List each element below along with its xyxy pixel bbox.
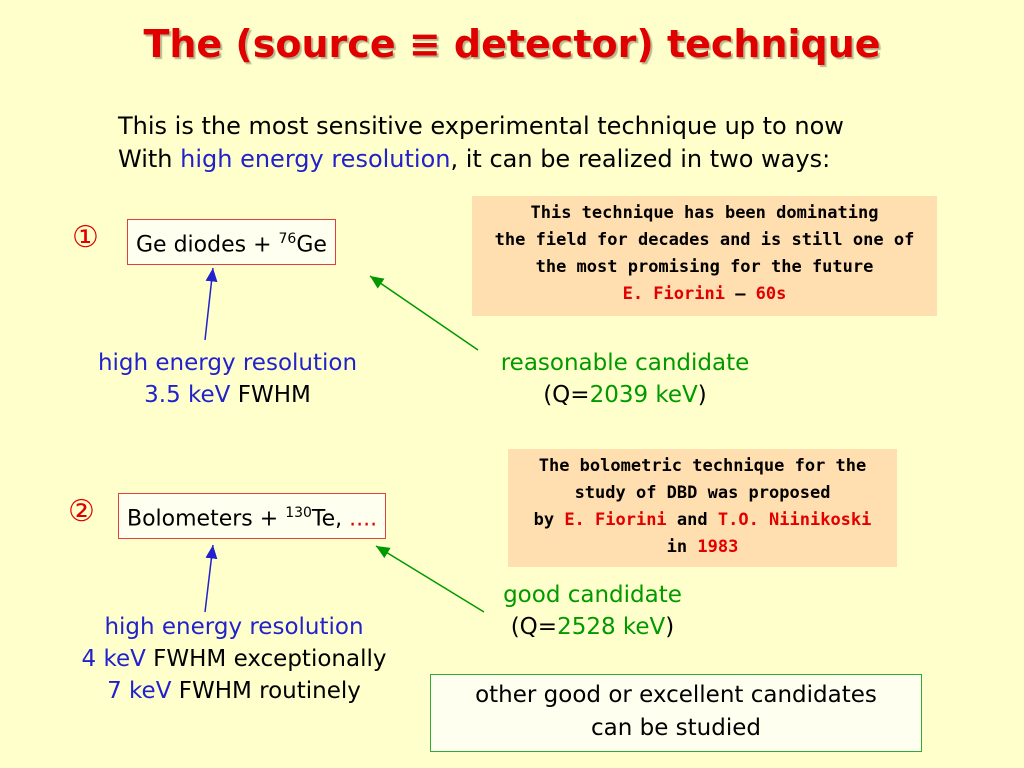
note2-line-1: The bolometric technique for the xyxy=(538,456,867,476)
other-candidates-box: other good or excellent candidates can b… xyxy=(430,674,922,752)
intro-line-1: This is the most sensitive experimental … xyxy=(118,112,844,140)
note2-author-1: E. Fiorini xyxy=(564,510,667,530)
note1-line-3: the most promising for the future xyxy=(535,257,874,277)
note1-author: E. Fiorini xyxy=(622,284,725,304)
bolo-box-post: Te, xyxy=(311,506,350,532)
arrow-resolution-1 xyxy=(204,267,218,341)
note1-line-1: This technique has been dominating xyxy=(530,203,879,223)
res2-line-2: 4 keV FWHM exceptionally xyxy=(48,643,420,675)
note1-line-4: E. Fiorini – 60s xyxy=(472,281,937,308)
resolution-label-2: high energy resolution 4 keV FWHM except… xyxy=(48,611,420,707)
res2-text-2: FWHM routinely xyxy=(171,678,361,704)
note2-in: in xyxy=(666,537,698,557)
other-line-2: can be studied xyxy=(590,715,761,741)
intro-highlight: high energy resolution xyxy=(180,145,451,173)
arrow-resolution-2 xyxy=(204,544,218,613)
intro-line-2: With high energy resolution, it can be r… xyxy=(118,145,830,173)
ge-box-post: Ge xyxy=(296,232,327,258)
res2-value-2: 7 keV xyxy=(107,678,172,704)
page-title: The (source ≡ detector) technique xyxy=(143,22,881,66)
res2-line-1: high energy resolution xyxy=(104,614,364,640)
res2-value-1: 4 keV xyxy=(81,646,146,672)
note2-and: and xyxy=(666,510,718,530)
resolution-label-1: high energy resolution 3.5 keV FWHM xyxy=(70,347,385,411)
note2-line-4: in 1983 xyxy=(508,534,897,561)
bolometers-box: Bolometers + 130Te, .... xyxy=(118,493,387,540)
ge-box-sup: 76 xyxy=(278,231,297,247)
note-fiorini-60s: This technique has been dominating the f… xyxy=(472,196,937,316)
note2-by: by xyxy=(533,510,565,530)
candidate-label-2: good candidate (Q=2528 keV) xyxy=(470,579,715,643)
bolo-box-dots: .... xyxy=(349,506,378,532)
cand2-q-value: 2528 keV xyxy=(557,614,666,640)
res2-line-3: 7 keV FWHM routinely xyxy=(48,675,420,707)
intro-line-2-post: , it can be realized in two ways: xyxy=(450,145,831,173)
arrow-candidate-2 xyxy=(375,545,485,613)
note2-author-2: T.O. Niinikoski xyxy=(717,510,872,530)
res2-text-1: FWHM exceptionally xyxy=(145,646,387,672)
res1-line-1: high energy resolution xyxy=(97,350,358,376)
marker-one: ① xyxy=(72,220,99,255)
note1-line-2: the field for decades and is still one o… xyxy=(494,230,915,250)
candidate-label-1: reasonable candidate (Q=2039 keV) xyxy=(470,347,780,411)
cand2-q-post: ) xyxy=(665,614,675,640)
cand1-q-post: ) xyxy=(697,382,707,408)
ge-box-pre: Ge diodes + xyxy=(136,232,279,258)
note2-line-2: study of DBD was proposed xyxy=(574,483,831,503)
bolo-box-pre: Bolometers + xyxy=(127,506,286,532)
note-bolometric-1983: The bolometric technique for the study o… xyxy=(508,449,897,567)
arrow-candidate-1 xyxy=(369,275,479,351)
cand1-line-2: (Q=2039 keV) xyxy=(470,379,780,411)
cand1-q-value: 2039 keV xyxy=(589,382,698,408)
cand1-line-1: reasonable candidate xyxy=(500,350,750,376)
marker-two: ② xyxy=(68,494,95,529)
res1-line-2: 3.5 keV FWHM xyxy=(70,379,385,411)
cand1-q-pre: (Q= xyxy=(543,382,590,408)
cand2-q-pre: (Q= xyxy=(510,614,558,640)
note1-dash: – xyxy=(724,284,756,304)
ge-diodes-box: Ge diodes + 76Ge xyxy=(127,219,336,266)
res1-unit: FWHM xyxy=(230,382,311,408)
note2-year: 1983 xyxy=(697,537,739,557)
cand2-line-2: (Q=2528 keV) xyxy=(470,611,715,643)
res1-value: 3.5 keV xyxy=(144,382,231,408)
cand2-line-1: good candidate xyxy=(503,582,682,608)
note2-line-3: by E. Fiorini and T.O. Niinikoski xyxy=(508,507,897,534)
other-line-1: other good or excellent candidates xyxy=(475,682,877,708)
note1-year: 60s xyxy=(755,284,787,304)
intro-line-2-pre: With xyxy=(118,145,181,173)
bolo-box-sup: 130 xyxy=(285,505,312,521)
